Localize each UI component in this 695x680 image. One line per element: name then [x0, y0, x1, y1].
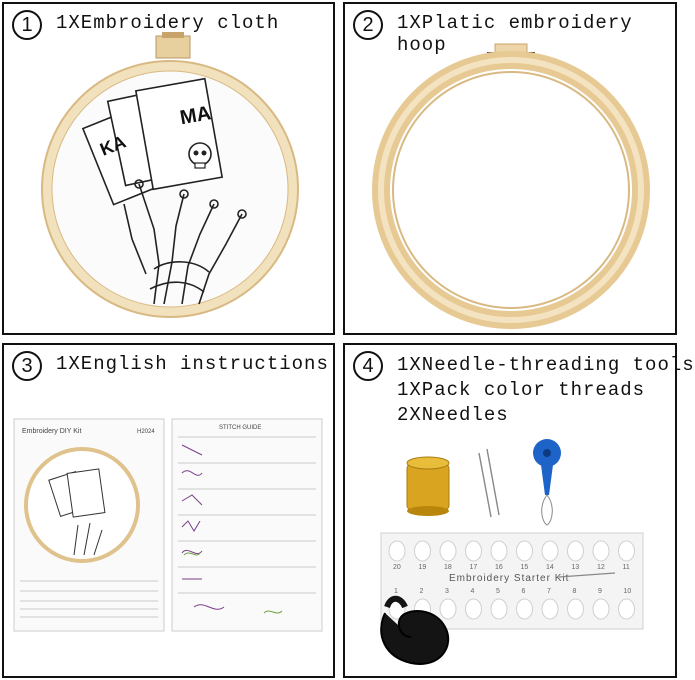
floss-hole-number: 9 [598, 588, 602, 595]
floss-hole-number: 8 [573, 588, 577, 595]
panel-label-list: 1XNeedle-threading tools 1XPack color th… [397, 353, 695, 428]
floss-hole-number: 12 [597, 564, 605, 571]
floss-hole-number: 13 [572, 564, 580, 571]
floss-hole [592, 598, 610, 620]
panel-label: 1XEnglish instructions [56, 353, 329, 375]
floss-hole-number: 20 [393, 564, 401, 571]
needle-threader-icon [533, 439, 561, 526]
floss-hole-number: 6 [522, 588, 526, 595]
instruction-sheets-image: Embroidery DIY Kit H2024 STITCH GUIDE [13, 418, 323, 632]
panel-number-badge: 3 [12, 351, 42, 381]
panel-number-badge: 2 [353, 10, 383, 40]
floss-hole-number: 19 [419, 564, 427, 571]
floss-hole [465, 598, 482, 620]
floss-hole-number: 18 [444, 564, 452, 571]
floss-hole-number: 7 [547, 588, 551, 595]
floss-hole [618, 598, 635, 620]
stitch-guide-title: STITCH GUIDE [219, 425, 261, 431]
floss-hole-number: 2 [420, 588, 424, 595]
floss-hole [439, 598, 457, 620]
black-thread-bundle [380, 595, 450, 665]
floss-hole-number: 14 [546, 564, 554, 571]
floss-hole [465, 540, 482, 562]
panel-embroidery-cloth: 1 1XEmbroidery cloth KA MA [2, 2, 335, 335]
needles-icon [478, 448, 500, 518]
panel-number-badge: 4 [353, 351, 383, 381]
panel-number-badge: 1 [12, 10, 42, 40]
floss-hole [541, 598, 559, 620]
panel-tools: 4 1XNeedle-threading tools 1XPack color … [343, 343, 694, 678]
skull-icon [188, 142, 212, 169]
panel-label: 1XPlatic embroidery hoop [397, 12, 633, 56]
floss-hole [490, 598, 508, 620]
skeleton-hand-icon [123, 179, 247, 305]
plastic-hoop-image [372, 43, 650, 329]
floss-hole [618, 540, 635, 562]
floss-hole-number: 10 [624, 588, 632, 595]
floss-hole-number: 16 [495, 564, 503, 571]
panel-label-line: 2XNeedles [397, 404, 509, 426]
sheet-code: H2024 [137, 429, 155, 435]
panel-embroidery-hoop: 2 1XPlatic embroidery hoop [343, 2, 677, 335]
floss-hole [592, 540, 610, 562]
panel-label-line: 1XPack color threads [397, 379, 646, 401]
thimble-icon [406, 456, 450, 516]
floss-hole-number: 11 [623, 564, 630, 571]
embroidery-cloth-image: KA MA [41, 32, 299, 318]
floss-hole [414, 540, 431, 562]
floss-hole-number: 4 [471, 588, 475, 595]
floss-hole [516, 598, 533, 620]
floss-hole [541, 540, 559, 562]
floss-hole-number: 1 [394, 588, 398, 595]
floss-hole-number: 5 [496, 588, 500, 595]
floss-hole-number: 17 [470, 564, 478, 571]
panel-label-line: 1XNeedle-threading tools [397, 354, 695, 376]
panel-label: 1XEmbroidery cloth [56, 12, 280, 34]
floss-hole [490, 540, 508, 562]
floss-hole [439, 540, 457, 562]
floss-hole [567, 540, 584, 562]
floss-hole-number: 15 [521, 564, 529, 571]
floss-hole-number: 3 [445, 588, 449, 595]
floss-hole [567, 598, 584, 620]
panel-english-instructions: 3 1XEnglish instructions Embroidery DIY … [2, 343, 335, 678]
sheet-title: Embroidery DIY Kit [22, 428, 81, 435]
floss-hole [516, 540, 533, 562]
card-letters-ma: MA [178, 102, 212, 129]
floss-card-label: Embroidery Starter Kit [449, 573, 569, 584]
floss-hole [388, 540, 406, 562]
